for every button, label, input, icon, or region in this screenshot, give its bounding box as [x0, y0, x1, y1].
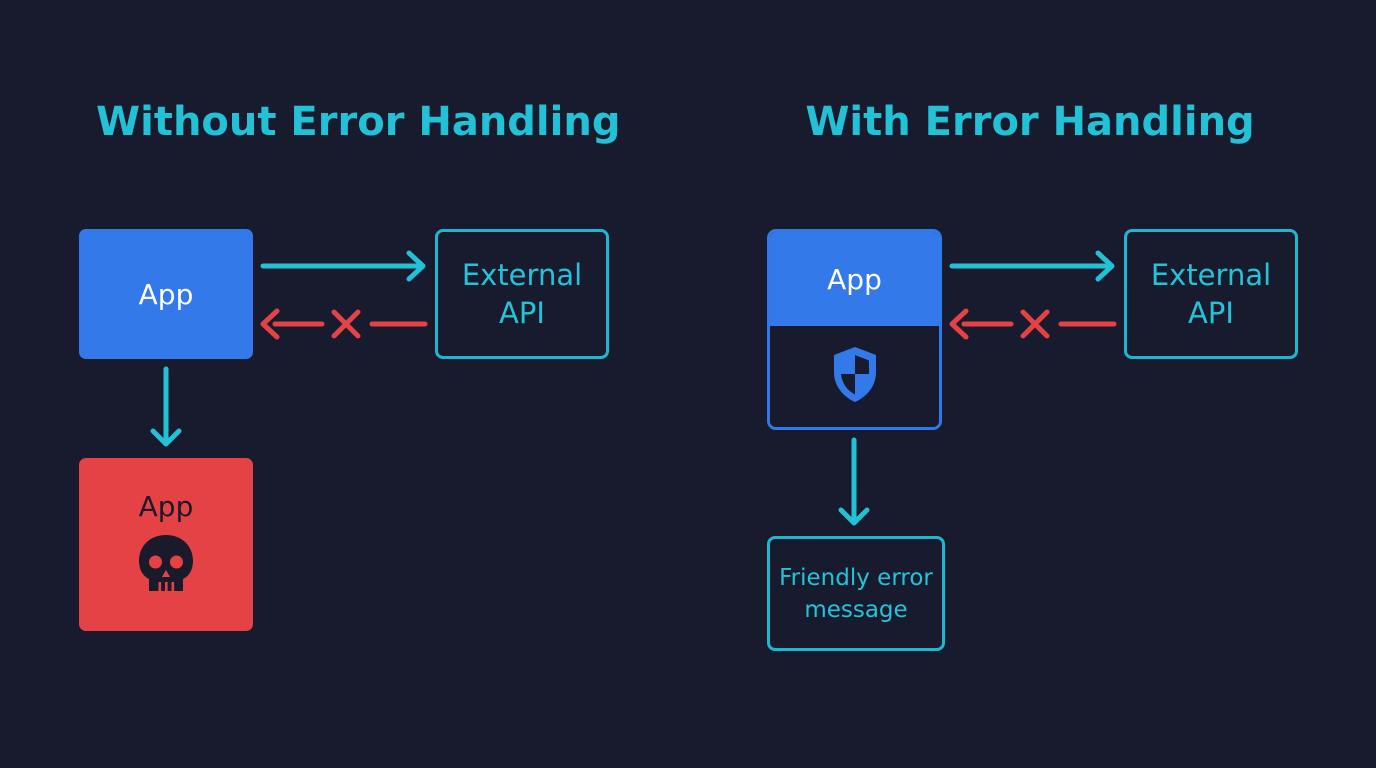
- protected-app-box: App: [767, 229, 942, 430]
- crashed-app-label: App: [138, 490, 194, 523]
- right-app-label: App: [827, 262, 882, 296]
- left-failed-response-arrow: [260, 308, 428, 340]
- left-external-api-box: External API: [435, 229, 609, 359]
- skull-icon: [137, 533, 195, 602]
- shield-icon: [829, 345, 881, 409]
- left-panel-title: Without Error Handling: [96, 99, 621, 145]
- error-handler-section: [770, 326, 939, 427]
- right-panel-title: With Error Handling: [805, 99, 1255, 145]
- message-line1: Friendly error: [779, 564, 933, 591]
- x-mark-icon: [331, 309, 361, 339]
- left-app-box: App: [79, 229, 253, 359]
- right-external-api-box: External API: [1124, 229, 1298, 359]
- left-request-arrow: [260, 250, 426, 282]
- left-api-label-line1: External: [461, 258, 583, 292]
- left-crash-arrow: [150, 366, 182, 447]
- x-mark-icon: [1020, 309, 1050, 339]
- left-app-label: App: [138, 277, 194, 311]
- right-api-label-line2: API: [1188, 296, 1234, 330]
- message-line2: message: [804, 596, 908, 623]
- left-api-label-line2: API: [499, 296, 545, 330]
- right-api-label-line1: External: [1150, 258, 1272, 292]
- crashed-app-box: App: [79, 458, 253, 631]
- friendly-error-message-box: Friendly error message: [767, 536, 945, 651]
- right-failed-response-arrow: [949, 308, 1117, 340]
- right-request-arrow: [949, 250, 1115, 282]
- protected-app-header: App: [770, 232, 939, 326]
- right-handled-arrow: [838, 437, 870, 526]
